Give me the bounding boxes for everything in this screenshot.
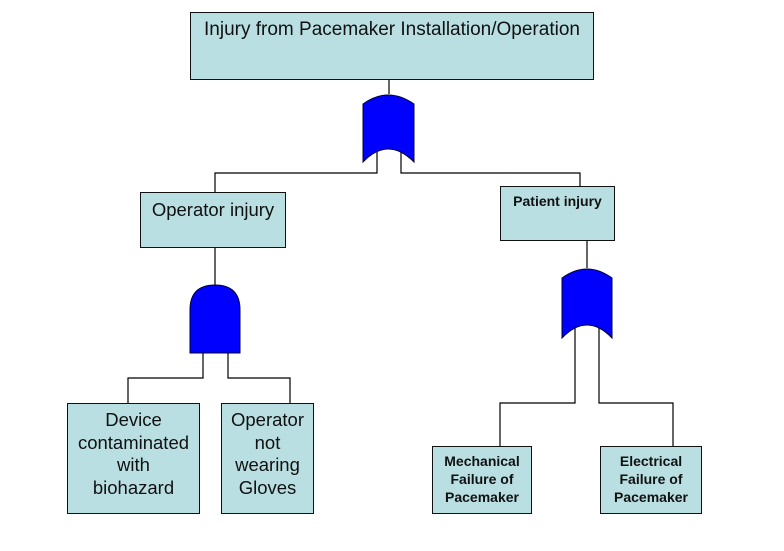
connector-and-to-device	[127, 353, 204, 403]
patient-injury-box: Patient injury	[500, 186, 615, 241]
top-event-box: Injury from Pacemaker Installation/Opera…	[190, 12, 594, 80]
top-event-label: Injury from Pacemaker Installation/Opera…	[204, 19, 580, 40]
and-gate-icon-operator	[189, 284, 241, 354]
connector-or-to-electrical	[598, 325, 674, 446]
mechanical-failure-box: Mechanical Failure of Pacemaker	[432, 446, 532, 514]
patient-injury-label: Patient injury	[513, 193, 602, 209]
connector-gate-to-operator	[214, 150, 378, 192]
operator-injury-label: Operator injury	[151, 199, 275, 220]
device-contaminated-box: Device contaminated with biohazard	[67, 403, 200, 514]
connector-or-to-mechanical	[499, 325, 576, 446]
or-gate-icon-top	[362, 94, 415, 164]
electrical-failure-box: Electrical Failure of Pacemaker	[600, 446, 702, 514]
operator-not-wearing-gloves-label: Operator not wearing Gloves	[230, 409, 304, 498]
connector-gate-to-patient	[400, 150, 581, 186]
operator-not-wearing-gloves-box: Operator not wearing Gloves	[221, 403, 314, 514]
operator-injury-box: Operator injury	[140, 192, 286, 248]
device-contaminated-label: Device contaminated with biohazard	[77, 409, 190, 498]
connector-and-to-gloves	[227, 353, 291, 403]
electrical-failure-label: Electrical Failure of Pacemaker	[614, 453, 688, 505]
mechanical-failure-label: Mechanical Failure of Pacemaker	[444, 453, 520, 505]
or-gate-icon-patient	[561, 268, 613, 340]
